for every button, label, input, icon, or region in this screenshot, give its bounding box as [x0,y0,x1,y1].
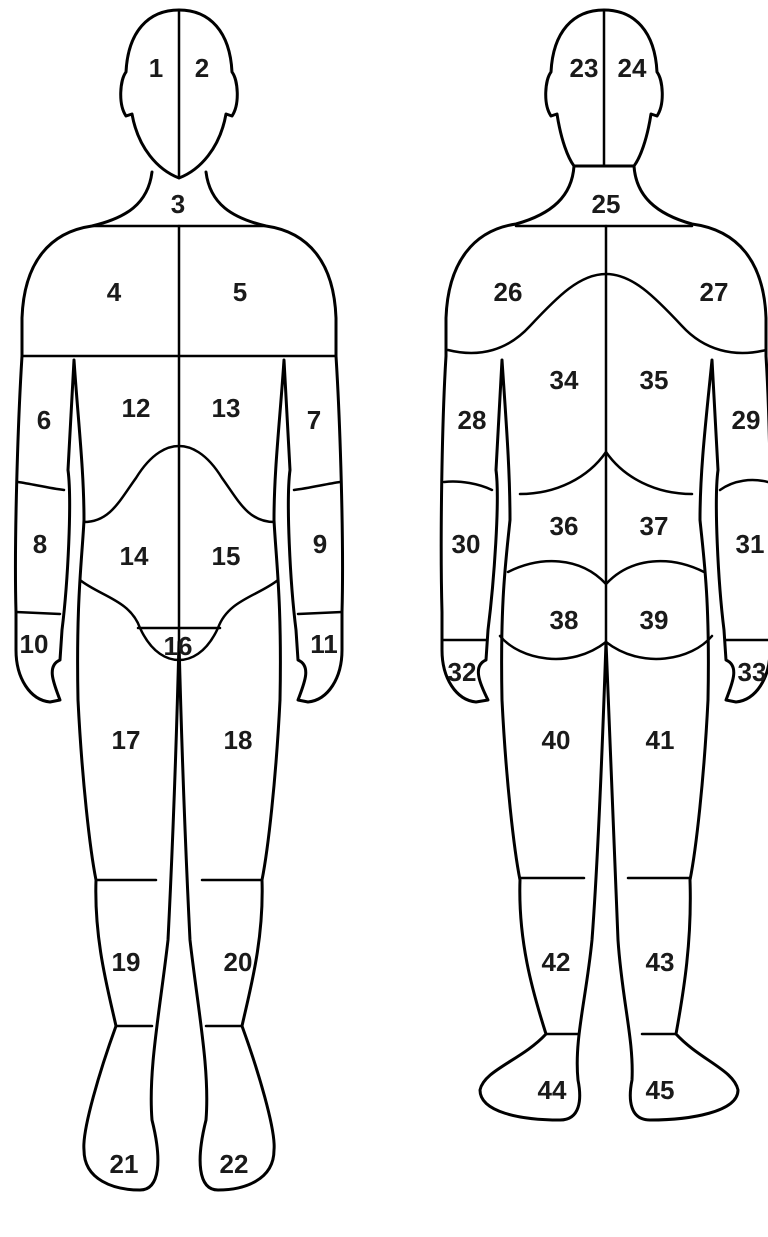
region-label-31: 31 [736,529,765,559]
region-label-24: 24 [618,53,647,83]
region-label-1: 1 [149,53,163,83]
back-view [441,10,768,1120]
region-label-37: 37 [640,511,669,541]
region-label-26: 26 [494,277,523,307]
region-label-36: 36 [550,511,579,541]
region-label-3: 3 [171,189,185,219]
region-label-13: 13 [212,393,241,423]
region-label-7: 7 [307,405,321,435]
region-label-43: 43 [646,947,675,977]
region-label-40: 40 [542,725,571,755]
front-left-wrist [16,612,60,614]
region-label-27: 27 [700,277,729,307]
region-label-4: 4 [107,277,122,307]
region-label-35: 35 [640,365,669,395]
region-label-39: 39 [640,605,669,635]
region-label-32: 32 [448,657,477,687]
region-label-5: 5 [233,277,247,307]
region-label-20: 20 [224,947,253,977]
front-right-elbow [294,482,340,490]
front-view [15,10,342,1190]
region-label-30: 30 [452,529,481,559]
back-right-elbow [720,480,768,490]
region-label-14: 14 [120,541,149,571]
region-label-2: 2 [195,53,209,83]
back-left-elbow [444,481,492,490]
region-label-17: 17 [112,725,141,755]
region-label-6: 6 [37,405,51,435]
region-label-28: 28 [458,405,487,435]
region-label-23: 23 [570,53,599,83]
region-label-45: 45 [646,1075,675,1105]
region-label-8: 8 [33,529,47,559]
region-label-15: 15 [212,541,241,571]
region-label-33: 33 [738,657,767,687]
region-label-18: 18 [224,725,253,755]
region-label-11: 11 [310,629,338,659]
region-label-44: 44 [538,1075,567,1105]
region-label-10: 10 [20,629,49,659]
front-left-elbow [18,482,64,490]
region-label-25: 25 [592,189,621,219]
region-label-16: 16 [164,631,193,661]
region-label-29: 29 [732,405,761,435]
region-label-41: 41 [646,725,675,755]
region-label-38: 38 [550,605,579,635]
region-label-22: 22 [220,1149,249,1179]
region-label-9: 9 [313,529,327,559]
region-label-42: 42 [542,947,571,977]
region-label-34: 34 [550,365,579,395]
front-right-wrist [298,612,342,614]
region-label-19: 19 [112,947,141,977]
region-label-21: 21 [110,1149,139,1179]
region-label-12: 12 [122,393,151,423]
